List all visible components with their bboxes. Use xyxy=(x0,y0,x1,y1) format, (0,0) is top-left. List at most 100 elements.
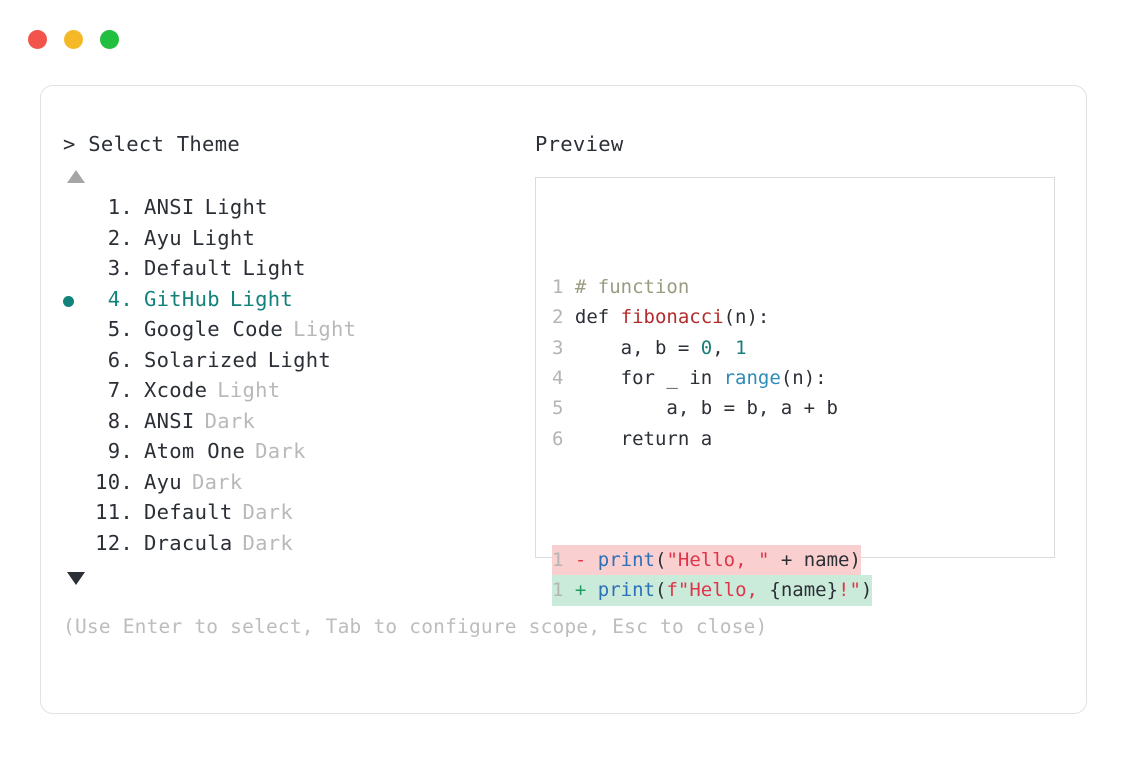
diff-lines: 1 - print("Hello, " + name)1 + print(f"H… xyxy=(552,545,1054,606)
theme-list-item[interactable]: 12. Dracula Dark xyxy=(63,531,533,562)
code-token: def xyxy=(574,306,621,329)
theme-index: 8. xyxy=(107,408,133,433)
theme-index: 7. xyxy=(107,378,133,402)
line-number: 1 xyxy=(552,275,575,298)
theme-variant-label: Light xyxy=(191,225,256,250)
theme-name: Ayu xyxy=(144,225,182,250)
code-line: 4 for _ in range(n): xyxy=(552,363,1054,393)
code-token: for _ in xyxy=(574,367,724,390)
code-line: 2 def fibonacci(n): xyxy=(552,302,1054,332)
diff-removed-line: 1 - print("Hello, " + name) xyxy=(552,545,861,576)
code-token: !" xyxy=(838,579,861,602)
bullet-placeholder xyxy=(63,500,89,531)
code-token: print xyxy=(597,549,655,572)
theme-index: 10. xyxy=(95,469,133,494)
keyboard-hint: (Use Enter to select, Tab to configure s… xyxy=(63,615,768,638)
theme-list-item[interactable]: 3. Default Light xyxy=(63,256,533,287)
theme-name: ANSI xyxy=(144,195,195,219)
code-token: 1 xyxy=(735,336,747,359)
theme-name: Default xyxy=(144,256,233,280)
diff-marker: + xyxy=(574,579,598,602)
code-token: range xyxy=(723,367,781,390)
theme-variant-label: Dark xyxy=(242,500,294,524)
maximize-button[interactable] xyxy=(100,30,119,49)
code-token: a, b = xyxy=(574,336,701,359)
theme-list-item[interactable]: 6. Solarized Light xyxy=(63,348,533,379)
code-token: (n): xyxy=(723,306,770,329)
code-token: , xyxy=(712,336,736,359)
code-token: "Hello, " xyxy=(666,549,770,572)
code-token: {name} xyxy=(769,579,839,602)
line-number: 3 xyxy=(552,336,575,359)
line-number: 1 xyxy=(552,549,575,572)
line-number: 5 xyxy=(552,397,575,420)
theme-name: Google Code xyxy=(144,317,284,341)
line-number: 4 xyxy=(552,367,575,390)
theme-variant-label: Light xyxy=(242,256,306,280)
theme-index: 6. xyxy=(107,347,133,372)
code-token: + name) xyxy=(769,549,861,572)
code-line: 1 # function xyxy=(552,272,1054,302)
diff-added-line: 1 + print(f"Hello, {name}!") xyxy=(552,575,873,606)
theme-index: 11. xyxy=(95,500,133,524)
theme-name: Solarized xyxy=(144,347,258,372)
theme-variant-label: Light xyxy=(267,347,331,372)
theme-name: Dracula xyxy=(144,530,233,555)
line-number: 1 xyxy=(552,579,575,602)
close-button[interactable] xyxy=(28,30,47,49)
bullet-placeholder xyxy=(63,439,89,470)
theme-variant-label: Dark xyxy=(255,439,306,463)
code-token: (n): xyxy=(780,367,827,390)
code-token: fibonacci xyxy=(620,306,724,329)
theme-index: 4. xyxy=(107,286,133,311)
theme-variant-label: Dark xyxy=(242,530,294,555)
diff-row: 1 + print(f"Hello, {name}!") xyxy=(552,575,1054,606)
preview-label: Preview xyxy=(535,132,624,156)
theme-variant-label: Dark xyxy=(191,469,243,494)
bullet-placeholder xyxy=(63,470,89,501)
code-line: 5 a, b = b, a + b xyxy=(552,393,1054,423)
code-token: # function xyxy=(574,275,690,298)
diff-row: 1 - print("Hello, " + name) xyxy=(552,545,1054,576)
code-line: 3 a, b = 0, 1 xyxy=(552,333,1054,363)
minimize-button[interactable] xyxy=(64,30,83,49)
theme-name: Xcode xyxy=(144,378,208,402)
scroll-up-icon[interactable] xyxy=(67,170,85,183)
line-number: 6 xyxy=(552,427,575,450)
scroll-down-icon[interactable] xyxy=(67,572,85,585)
code-token: 0 xyxy=(700,336,713,359)
line-number: 2 xyxy=(552,306,575,329)
theme-index: 3. xyxy=(107,256,133,280)
window-traffic-lights xyxy=(28,30,119,49)
bullet-placeholder xyxy=(63,409,89,440)
page-title: > Select Theme xyxy=(63,132,240,156)
theme-index: 12. xyxy=(95,530,133,555)
theme-list-item[interactable]: 2. Ayu Light xyxy=(63,226,533,257)
code-token: print xyxy=(597,579,655,602)
theme-variant-label: Dark xyxy=(204,408,256,433)
diff-marker: - xyxy=(574,549,598,572)
code-token: ( xyxy=(654,579,667,602)
code-token: ) xyxy=(860,579,873,602)
code-token: return a xyxy=(574,427,713,450)
bullet-placeholder xyxy=(63,348,89,379)
code-line: 6 return a xyxy=(552,424,1054,454)
theme-index: 2. xyxy=(107,225,133,250)
bullet-placeholder xyxy=(63,317,89,348)
bullet-placeholder xyxy=(63,531,89,562)
